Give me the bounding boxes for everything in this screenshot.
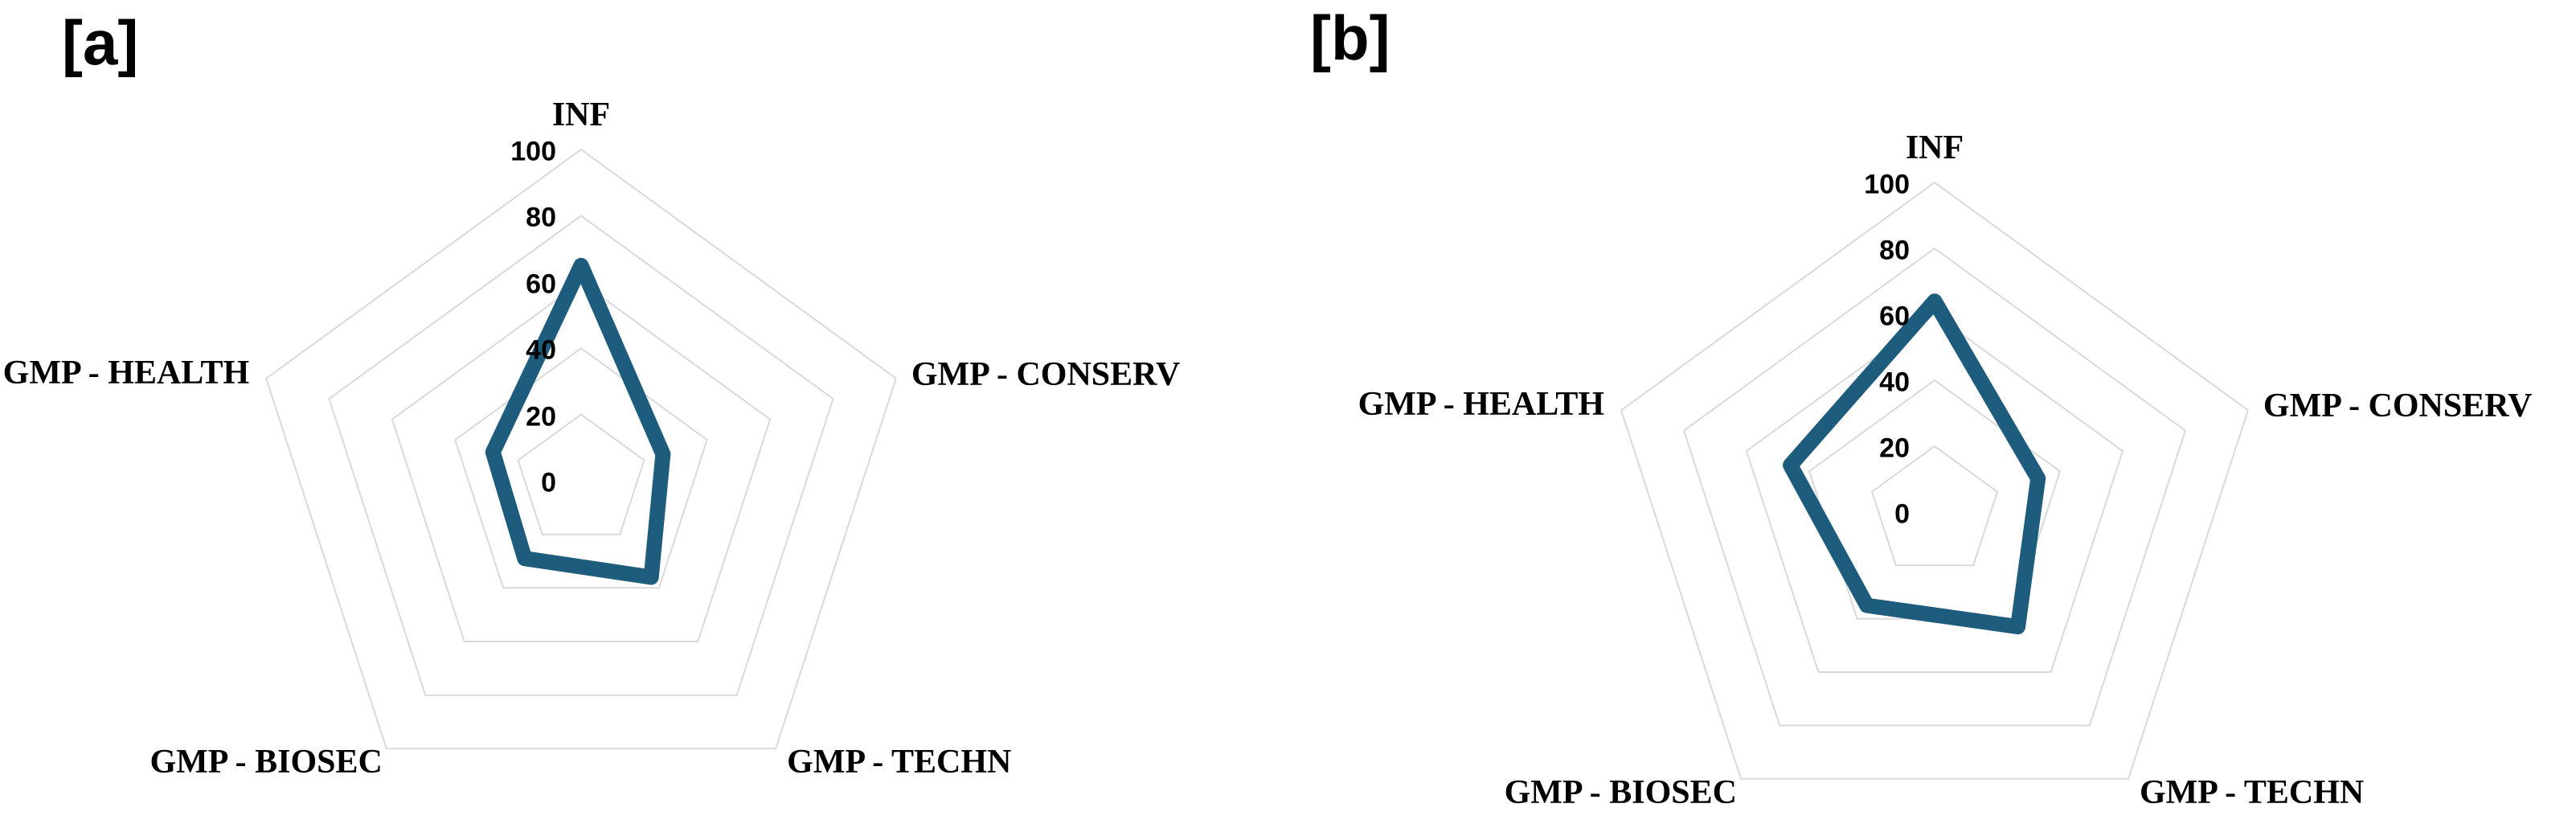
grid-ring-40 [454, 346, 708, 589]
data-series-polygon-b [1783, 293, 2046, 635]
axis-label-a-3: GMP - BIOSEC [149, 744, 383, 781]
data-series-polygon-a [485, 257, 671, 585]
tick-label-b-80: 80 [1879, 235, 1910, 266]
tick-label-a-60: 60 [526, 269, 556, 300]
axis-label-b-2: GMP - TECHN [2139, 773, 2365, 811]
tick-label-b-40: 40 [1879, 367, 1910, 398]
tick-label-b-20: 20 [1879, 433, 1910, 464]
tick-label-a-40: 40 [526, 334, 556, 366]
grid-ring-20 [517, 413, 645, 535]
tick-label-a-20: 20 [526, 401, 556, 433]
tick-label-a-100: 100 [510, 136, 556, 167]
tick-label-b-60: 60 [1879, 301, 1910, 332]
tick-label-a-80: 80 [526, 202, 556, 233]
grid-ring-60 [1745, 313, 2124, 673]
panel-label-b: [b] [1310, 2, 1390, 73]
axis-label-b-1: GMP - CONSERV [2263, 387, 2533, 425]
tick-label-b-0: 0 [1894, 498, 1910, 530]
axis-label-a-1: GMP - CONSERV [911, 355, 1181, 393]
axis-label-a-2: GMP - TECHN [787, 744, 1012, 781]
tick-label-a-0: 0 [541, 467, 556, 498]
panel-label-a: [a] [62, 7, 139, 78]
tick-label-b-100: 100 [1864, 169, 1910, 200]
grid-ring-20 [1870, 445, 1999, 567]
axis-label-a-4: GMP - HEALTH [2, 354, 250, 392]
axis-label-b-4: GMP - HEALTH [1358, 386, 1605, 424]
grid-ring-60 [391, 281, 772, 642]
grid-ring-80 [328, 215, 834, 696]
axis-label-a-0: INF [551, 96, 611, 133]
grid-ring-100 [265, 148, 897, 750]
axis-label-b-0: INF [1905, 129, 1964, 166]
grid-ring-80 [1682, 247, 2187, 727]
axis-label-b-3: GMP - BIOSEC [1504, 773, 1737, 811]
grid-ring-100 [1620, 181, 2250, 780]
